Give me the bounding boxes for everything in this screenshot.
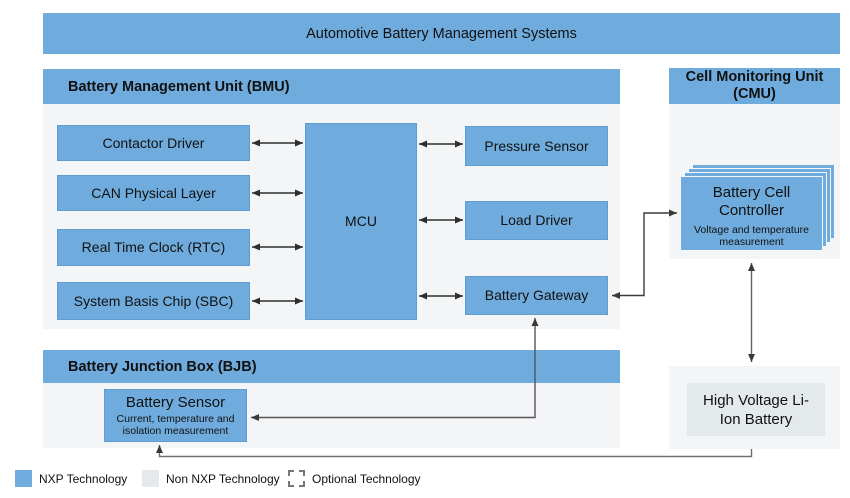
block-battery-sensor-subtitle: Current, temperature and isolation measu… [116, 413, 235, 437]
block-real-time-clock: Real Time Clock (RTC) [57, 229, 250, 266]
legend-item-nxp: NXP Technology [15, 470, 127, 487]
block-contactor-driver: Contactor Driver [57, 125, 250, 161]
legend-label-non-nxp: Non NXP Technology [166, 471, 280, 486]
legend-label-optional: Optional Technology [312, 471, 421, 486]
cmu-section-title: Cell Monitoring Unit (CMU) [685, 69, 824, 102]
block-system-basis-chip: System Basis Chip (SBC) [57, 282, 250, 320]
bjb-section-header: Battery Junction Box (BJB) [43, 350, 620, 383]
battery-cell-controller-title: Battery Cell Controller [712, 184, 791, 219]
block-system-basis-chip-label: System Basis Chip (SBC) [73, 292, 234, 309]
battery-cell-controller-subtitle: Voltage and temperature measurement [694, 224, 809, 248]
block-can-physical-layer-label: CAN Physical Layer [91, 184, 216, 201]
block-battery-sensor: Battery Sensor Current, temperature and … [104, 389, 247, 442]
non-nxp-technology-swatch-icon [142, 470, 159, 487]
legend-item-optional: Optional Technology [288, 470, 421, 487]
block-can-physical-layer: CAN Physical Layer [57, 175, 250, 211]
legend-label-nxp: NXP Technology [39, 471, 128, 486]
block-battery-gateway: Battery Gateway [465, 276, 608, 315]
block-real-time-clock-label: Real Time Clock (RTC) [81, 239, 226, 255]
legend-item-non-nxp: Non NXP Technology [142, 470, 280, 487]
arrow-gateway-cell-controller [612, 209, 677, 299]
diagram-title: Automotive Battery Management Systems [306, 25, 577, 42]
block-battery-gateway-label: Battery Gateway [484, 287, 589, 303]
block-high-voltage-battery: High Voltage Li-Ion Battery [687, 383, 825, 436]
block-contactor-driver-label: Contactor Driver [102, 134, 205, 151]
block-mcu: MCU [305, 123, 417, 320]
cmu-section-header: Cell Monitoring Unit (CMU) [669, 68, 840, 104]
nxp-technology-swatch-icon [15, 470, 32, 487]
high-voltage-battery-label: High Voltage Li-Ion Battery [703, 391, 809, 428]
bjb-section-title: Battery Junction Box (BJB) [68, 358, 257, 375]
bmu-section-title: Battery Management Unit (BMU) [68, 78, 290, 95]
bmu-section-header: Battery Management Unit (BMU) [43, 69, 620, 104]
block-load-driver: Load Driver [465, 201, 608, 240]
block-battery-cell-controller: Battery Cell Controller Voltage and temp… [680, 176, 823, 251]
block-pressure-sensor: Pressure Sensor [465, 126, 608, 166]
block-load-driver-label: Load Driver [500, 212, 573, 228]
block-battery-sensor-title: Battery Sensor [125, 394, 226, 411]
block-mcu-label: MCU [345, 213, 377, 229]
block-pressure-sensor-label: Pressure Sensor [484, 137, 589, 154]
optional-technology-swatch-icon [288, 470, 305, 487]
diagram-title-banner: Automotive Battery Management Systems [43, 13, 840, 54]
